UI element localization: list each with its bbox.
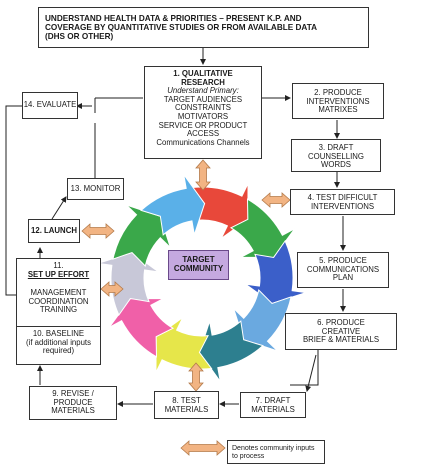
arrow-6-to-7 [305,354,317,392]
step-9-line: 9. REVISE / [52,389,94,398]
header-line: (DHS OR OTHER) [45,32,114,42]
community-input-arrows [81,159,291,392]
step-1-item: MOTIVATORS [177,111,229,121]
target-community-label: TARGET COMMUNITY [168,250,229,280]
community-arrow-step-1 [195,159,211,191]
step-11-title: SET UP EFFORT [27,269,90,279]
step-10-line: 10. BASELINE [32,329,85,338]
step-1-title: 1. QUALITATIVE [173,69,233,78]
step-11-item: TRAINING [39,305,78,315]
step-7-line: MATERIALS [251,404,295,414]
panel-divider [17,326,100,327]
header-box: UNDERSTAND HEALTH DATA & PRIORITIES – PR… [38,7,369,48]
step-1-item: ACCESS [186,129,220,139]
step-12-launch: 12. LAUNCH [28,219,80,243]
step-3-line: WORDS [321,160,351,170]
step-1-qualitative-research: 1. QUALITATIVE RESEARCH Understand Prima… [144,66,262,159]
step-7-draft-materials: 7. DRAFT MATERIALS [240,392,306,418]
step-6-line: BRIEF & MATERIALS [302,335,380,345]
step-14-evaluate: 14. EVALUATE [22,92,78,119]
step-6-line: CREATIVE [321,326,361,336]
step-6-creative-brief: 6. PRODUCE CREATIVE BRIEF & MATERIALS [285,313,397,350]
step-2-line: INTERVENTIONS [306,96,370,106]
step-1-item: TARGET AUDIENCES [163,94,243,104]
step-10-11-panel [16,258,101,365]
header-line: COVERAGE BY QUANTITATIVE STUDIES OR FROM… [45,23,318,33]
step-2-line: MATRIXES [318,105,358,115]
step-8-test-materials: 8. TEST MATERIALS [154,391,219,419]
step-9-line: MATERIALS [51,406,95,416]
step-10-line: required) [42,346,75,356]
step-11-item: MANAGEMENT [30,288,87,298]
step-4-line: INTERVENTIONS [310,201,375,211]
wheel-arrow-segment [140,174,206,236]
community-arrow-step-11 [100,281,124,297]
step-11-number: 11. [53,261,64,270]
legend-box: Denotes community inputs to process [227,440,325,464]
step-5-line: COMMUNICATIONS [306,264,380,274]
step-6-line: 6. PRODUCE [317,318,365,327]
community-arrow-step-12 [81,223,115,239]
step-13-label: 13. MONITOR [70,184,121,193]
step-1-subtitle: Understand Primary: [167,86,239,96]
step-5-line: PLAN [332,273,354,283]
header-line: UNDERSTAND HEALTH DATA & PRIORITIES – PR… [45,14,302,23]
line-6-to-7 [290,350,319,386]
step-4-test-difficult: 4. TEST DIFFICULT INTERVENTIONS [290,189,395,215]
step-5-communications-plan: 5. PRODUCE COMMUNICATIONS PLAN [297,252,389,288]
step-3-draft-counselling: 3. DRAFT COUNSELLING WORDS [291,139,381,172]
step-10-baseline: 10. BASELINE (if additional inputs requi… [17,329,100,356]
step-8-line: MATERIALS [164,404,209,414]
center-line: COMMUNITY [173,264,224,273]
step-9-revise-produce: 9. REVISE / PRODUCE MATERIALS [29,386,117,420]
arrow-12-to-13 [51,196,67,220]
step-1-item: SERVICE OR PRODUCT [158,120,248,130]
step-1-title: RESEARCH [181,77,225,87]
step-2-line: 2. PRODUCE [314,88,362,97]
step-7-line: 7. DRAFT [255,396,291,405]
process-wheel [97,174,307,382]
step-8-line: 8. TEST [172,396,201,405]
step-2-produce-interventions: 2. PRODUCE INTERVENTIONS MATRIXES [292,83,384,119]
step-9-line: PRODUCE [53,397,93,407]
step-4-line: 4. TEST DIFFICULT [307,193,378,202]
step-1-item: Communications Channels [156,137,250,147]
step-12-label: 12. LAUNCH [31,226,77,235]
step-3-line: 3. DRAFT [318,143,354,152]
community-arrow-step-4 [261,192,291,208]
step-11-item: COORDINATION [28,296,89,306]
step-3-line: COUNSELLING [308,151,364,161]
legend-line: to process [232,453,265,460]
step-13-monitor: 13. MONITOR [67,178,124,200]
step-1-item: CONSTRAINTS [175,103,231,113]
center-line: TARGET [182,255,215,264]
legend-line: Denotes community inputs [232,445,315,452]
step-14-label: 14. EVALUATE [23,100,77,109]
step-11-setup-effort: 11. SET UP EFFORT MANAGEMENT COORDINATIO… [17,261,100,315]
step-10-line: (if additional inputs [25,337,91,347]
left-feedback-rail [5,105,22,296]
step-5-line: 5. PRODUCE [319,256,367,265]
